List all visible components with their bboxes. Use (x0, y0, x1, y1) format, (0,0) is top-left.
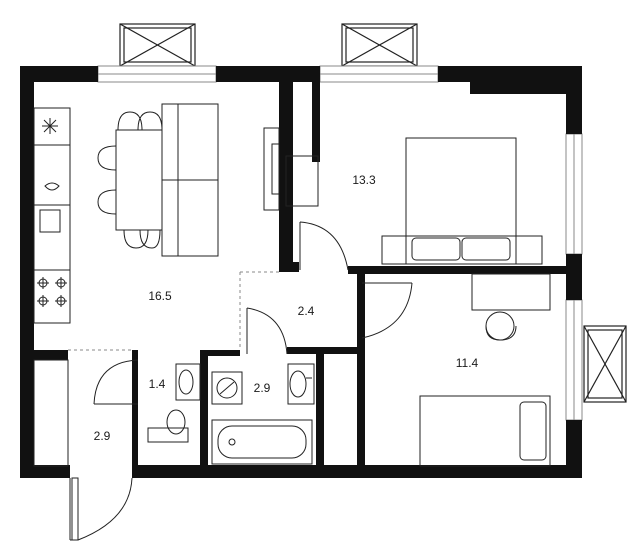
entrance-closet (33, 359, 69, 467)
stove-icon (37, 277, 67, 307)
door-hall-small-bedroom (361, 282, 413, 339)
bathtub (211, 419, 313, 465)
oven-icon (44, 182, 60, 191)
doors (69, 221, 413, 541)
bathroom-sink (287, 363, 315, 405)
washing-machine-icon (211, 371, 243, 405)
toilet-icon (147, 409, 189, 443)
double-bed (381, 137, 543, 265)
dining-table (97, 111, 163, 249)
tv-stand (263, 127, 280, 211)
area-label-hall: 2.4 (297, 304, 315, 318)
single-bed (419, 395, 551, 467)
area-label-toilet: 1.4 (148, 377, 166, 391)
door-hall-bath (246, 307, 288, 355)
area-label-bedroom-large: 13.3 (352, 173, 376, 187)
area-label-living: 16.5 (148, 289, 172, 303)
sink-icon (39, 209, 61, 233)
door-hall-bedroom (299, 221, 349, 271)
area-label-bathroom: 2.9 (253, 381, 271, 395)
balcony-right (583, 325, 627, 403)
desk (471, 273, 551, 341)
kitchen-counter (33, 107, 71, 324)
wardrobe (285, 155, 319, 207)
walls (20, 66, 582, 478)
windows (97, 65, 583, 421)
interior-lines (33, 103, 551, 467)
area-label-bedroom-small: 11.4 (455, 356, 479, 370)
area-label-entrance: 2.9 (93, 429, 111, 443)
balconies (119, 23, 627, 403)
door-entrance (69, 477, 133, 541)
sofa (161, 103, 219, 257)
toilet-sink (175, 363, 201, 401)
open-boundaries (68, 271, 279, 351)
door-toilet (93, 359, 139, 405)
